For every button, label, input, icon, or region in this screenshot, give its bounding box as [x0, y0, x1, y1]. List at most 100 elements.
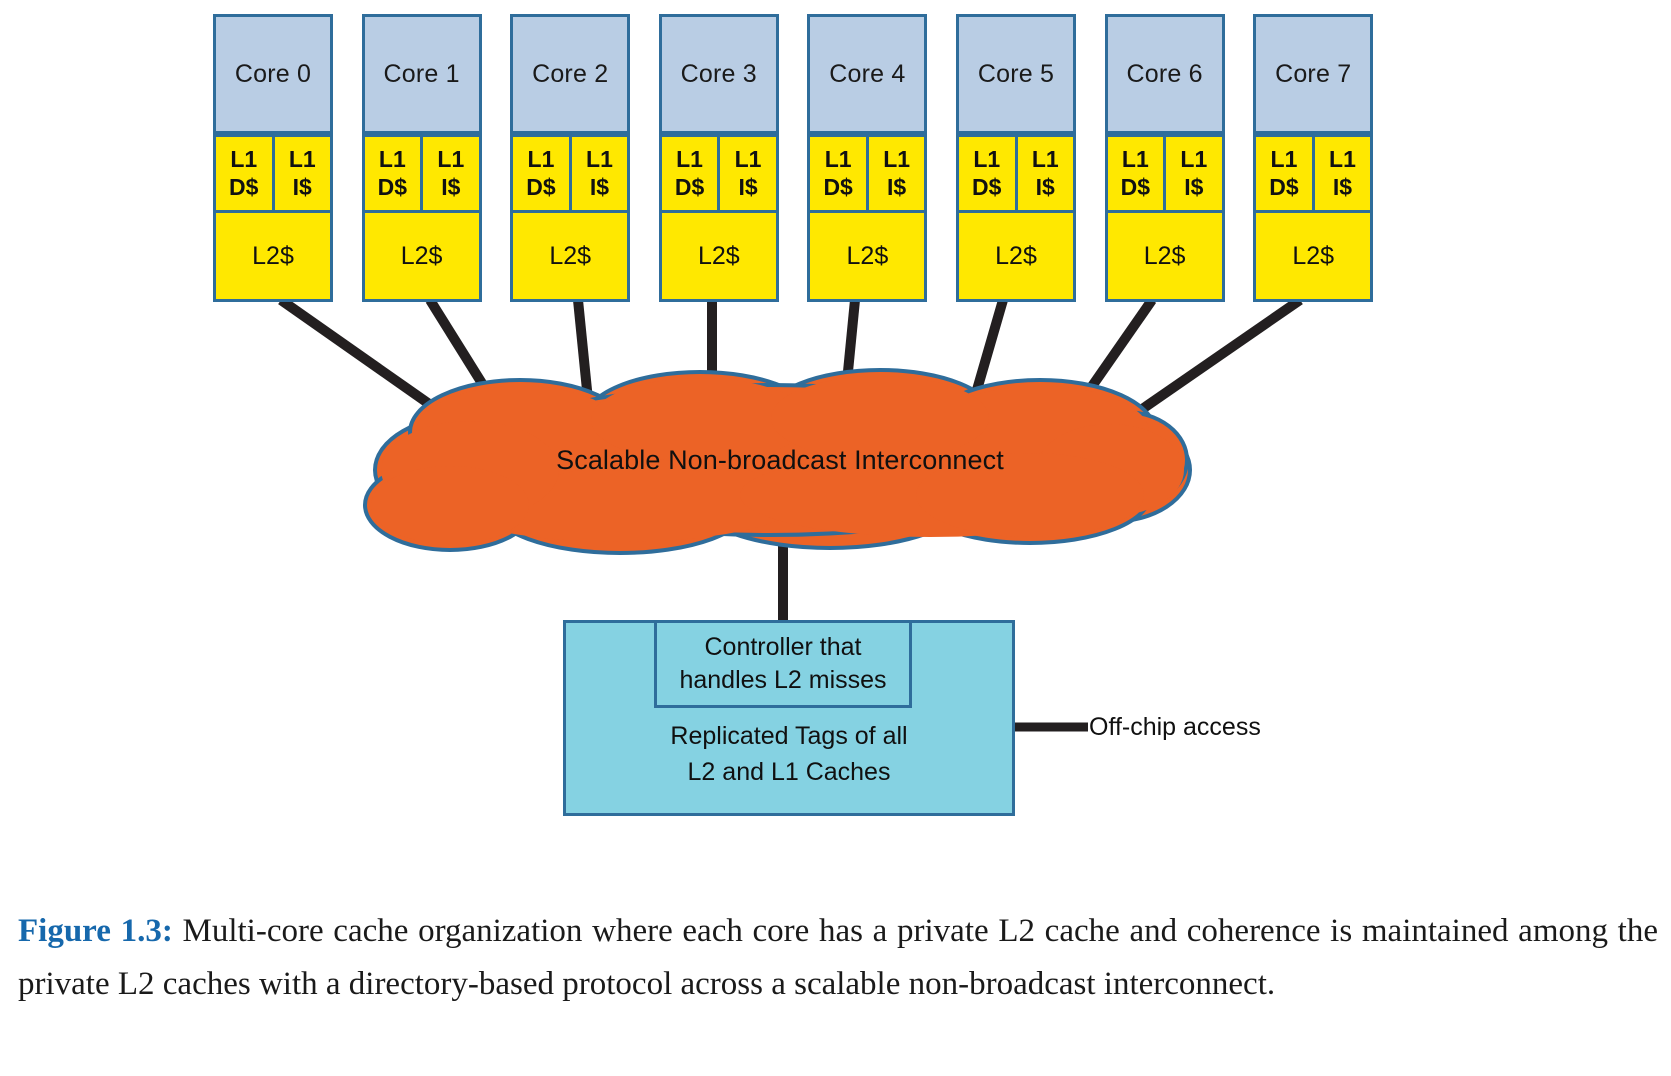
l1-data-line-2: D$ — [229, 173, 259, 200]
l1-instr-line-2: I$ — [292, 173, 312, 200]
l1-instr-line-1: L1 — [586, 146, 613, 173]
core-label: Core 2 — [532, 59, 609, 88]
l1-data-line-2: D$ — [972, 173, 1002, 200]
link-core-5 — [967, 298, 1008, 409]
l2-label: L2$ — [1143, 241, 1186, 270]
link-core-0 — [278, 295, 455, 425]
core-label: Core 4 — [829, 59, 906, 88]
controller-line-2: handles L2 misses — [679, 666, 887, 694]
core-label: Core 3 — [680, 59, 757, 88]
l1-data-line-1: L1 — [1270, 146, 1298, 173]
core-box-6: Core 6 — [1104, 14, 1225, 134]
l1-instr-line-2: I$ — [738, 173, 758, 200]
figure-caption-text: Multi-core cache organization where each… — [18, 913, 1659, 1003]
controller-line-1: Controller that — [704, 632, 862, 661]
core-box-3: Core 3 — [658, 14, 779, 134]
l2-label: L2$ — [549, 241, 592, 270]
core-box-0: Core 0 — [213, 14, 333, 134]
core-box-1: Core 1 — [361, 14, 482, 134]
core-label: Core 7 — [1275, 59, 1352, 88]
core-label: Core 6 — [1126, 59, 1203, 88]
link-core-2 — [573, 299, 593, 401]
core-label: Core 0 — [234, 59, 312, 88]
l2-cache-0: L2$ — [213, 210, 333, 302]
figure-caption: Figure 1.3: Multi-core cache organizatio… — [18, 905, 1658, 1012]
core-box-5: Core 5 — [956, 14, 1076, 134]
l1-data-line-2: D$ — [526, 173, 556, 200]
l2-label: L2$ — [995, 241, 1037, 270]
core-label: Core 5 — [977, 59, 1055, 88]
l2-label: L2$ — [252, 241, 294, 270]
l1-instr-line-1: L1 — [734, 146, 762, 173]
l1-data-line-1: L1 — [230, 146, 258, 173]
l1-data-line-2: D$ — [1269, 173, 1299, 200]
link-core-6 — [1067, 297, 1157, 418]
l1-instr-line-1: L1 — [1180, 146, 1208, 173]
l1-instr-line-1: L1 — [288, 146, 316, 173]
l2-label: L2$ — [697, 241, 740, 270]
l1-instr-line-2: I$ — [1332, 173, 1353, 200]
core-box-4: Core 4 — [807, 14, 928, 134]
l1-data-line-1: L1 — [973, 146, 1001, 173]
l1-data-line-1: L1 — [676, 146, 703, 173]
cloud-body-fill-10 — [371, 466, 529, 544]
l1-instr-line-2: I$ — [1035, 173, 1055, 200]
l2-cache-4: L2$ — [807, 210, 928, 302]
l1-instr-line-1: L1 — [1031, 146, 1059, 173]
core-box-2: Core 2 — [510, 14, 631, 134]
l2-cache-2: L2$ — [510, 210, 631, 302]
offchip-access-label: Off-chip access — [1089, 713, 1261, 741]
core-box-7: Core 7 — [1253, 14, 1374, 134]
l1-data-line-2: D$ — [377, 173, 408, 200]
controller-l2-miss-box: Controller that handles L2 misses — [654, 620, 912, 708]
core-label: Core 1 — [383, 59, 460, 88]
l1-instr-line-2: I$ — [1184, 173, 1204, 200]
figure-number: Figure 1.3: — [18, 913, 173, 949]
link-core-1 — [425, 297, 513, 428]
l2-cache-3: L2$ — [658, 210, 779, 302]
l1-instr-line-2: I$ — [589, 173, 610, 200]
l1-instr-line-1: L1 — [1329, 146, 1356, 173]
l2-label: L2$ — [1292, 241, 1335, 270]
l2-cache-6: L2$ — [1104, 210, 1225, 302]
l2-cache-5: L2$ — [956, 210, 1076, 302]
link-core-4 — [841, 299, 860, 393]
l1-data-line-2: D$ — [823, 173, 853, 200]
l1-instr-line-1: L1 — [437, 146, 465, 173]
l1-data-line-2: D$ — [1120, 173, 1151, 200]
replicated-tags-line-2: L2 and L1 Caches — [687, 757, 891, 786]
l1-data-line-2: D$ — [674, 173, 705, 200]
l2-label: L2$ — [400, 241, 443, 270]
l1-data-line-1: L1 — [1121, 146, 1149, 173]
